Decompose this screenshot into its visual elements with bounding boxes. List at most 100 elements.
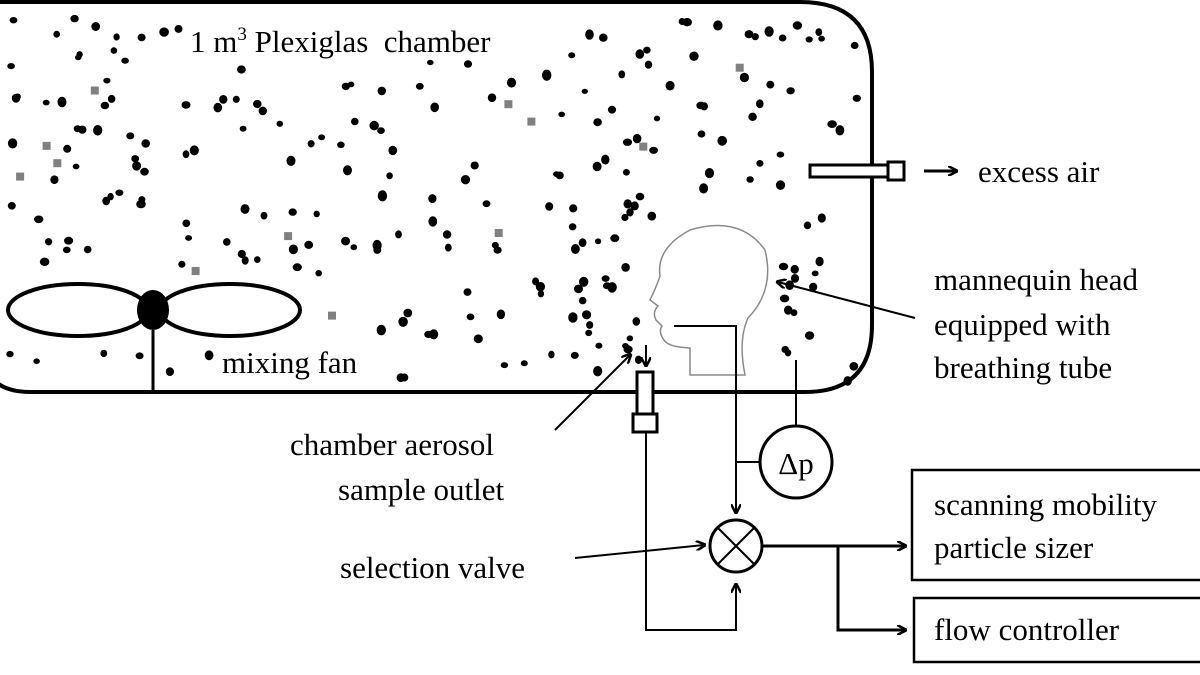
particle-dot [100, 349, 108, 358]
particle-dot [803, 221, 812, 230]
particle-dot [252, 99, 262, 109]
aerosol-particles [6, 14, 861, 386]
particle-dot [73, 125, 82, 133]
particle-dot [34, 215, 44, 224]
particle-dot [792, 21, 803, 30]
mixing-fan-label: mixing fan [222, 345, 358, 380]
particle-dot [121, 57, 129, 64]
particle-dot [545, 202, 554, 211]
particle-dot [579, 276, 589, 287]
particle-dot [91, 22, 101, 31]
particle-dot [569, 204, 578, 213]
particle-dot [827, 120, 837, 128]
particle-dot [699, 183, 709, 194]
particle-dot [45, 238, 53, 246]
particle-dot [288, 208, 297, 216]
particle-dot [817, 213, 826, 223]
particle-dot [137, 33, 146, 42]
particle-fuzzy [328, 311, 336, 320]
particle-dot [165, 367, 174, 376]
particle-dot [621, 263, 630, 272]
particle-dot [107, 94, 116, 103]
particle-dot [778, 262, 789, 271]
particle-dot [131, 155, 140, 163]
particle-dot [100, 101, 110, 110]
particle-dot [506, 77, 517, 88]
mannequin-label-line2: equipped with [934, 307, 1111, 342]
particle-dot [678, 18, 686, 25]
particle-dot [376, 324, 386, 336]
particle-dot [585, 329, 593, 337]
particle-dot [578, 238, 587, 248]
delta-p-label: Δp [778, 446, 813, 481]
particle-dot [626, 335, 634, 342]
particle-dot [537, 290, 545, 298]
particle-dot [313, 210, 320, 218]
particle-fuzzy [191, 267, 200, 275]
particle-dot [500, 362, 509, 369]
particle-dot [697, 130, 706, 138]
particle-dot [253, 256, 261, 263]
particle-dot [14, 93, 21, 100]
particle-dot [621, 213, 629, 222]
particle-dot [76, 51, 83, 58]
particle-dot [570, 351, 579, 359]
particle-dot [72, 163, 80, 170]
particle-dot [593, 118, 602, 127]
particle-dot [6, 350, 14, 358]
particle-dot [398, 316, 408, 327]
particle-dot [594, 238, 602, 245]
particle-dot [135, 352, 144, 360]
particle-dot [288, 244, 298, 255]
particle-dot [63, 144, 72, 153]
particle-dot [138, 196, 146, 204]
particle-dot [766, 80, 775, 89]
particle-dot [427, 59, 434, 66]
particle-dot [849, 362, 859, 371]
particle-dot [843, 376, 852, 386]
particle-dot [141, 139, 150, 148]
particle-dot [592, 161, 602, 172]
particle-dot [444, 243, 452, 252]
particle-fuzzy [527, 117, 536, 126]
particle-dot [174, 24, 183, 33]
particle-dot [601, 275, 610, 282]
particle-dot [790, 274, 800, 283]
particle-dot [428, 216, 438, 227]
particle-dot [805, 36, 813, 43]
particle-dot [396, 373, 405, 383]
particle-dot [9, 17, 18, 24]
particle-dot [213, 102, 223, 113]
particle-dot [237, 249, 246, 259]
particle-dot [635, 192, 645, 201]
particle-dot [377, 127, 385, 134]
particle-dot [351, 117, 359, 126]
particle-dot [343, 165, 352, 176]
particle-dot [126, 132, 135, 140]
particle-dot [315, 270, 323, 277]
particle-dot [57, 96, 67, 108]
particle-dot [568, 312, 578, 323]
particle-dot [496, 309, 506, 320]
particle-dot [542, 69, 552, 81]
particle-dot [386, 172, 393, 180]
particle-dot [809, 282, 818, 292]
particle-dot [223, 238, 231, 246]
particle-dot [102, 196, 111, 206]
particle-dot [7, 63, 15, 70]
particle-dot [239, 125, 247, 132]
particle-dot [779, 294, 790, 303]
particle-dot [132, 161, 142, 171]
particle-dot [815, 28, 823, 36]
particle-dot [110, 47, 118, 54]
particle-dot [241, 256, 249, 265]
particle-dot [632, 133, 642, 144]
particle-dot [622, 138, 633, 146]
particle-dot [318, 134, 326, 141]
particle-dot [83, 245, 92, 254]
particle-dot [53, 30, 60, 38]
particle-dot [815, 256, 824, 267]
particle-dot [744, 30, 754, 39]
particle-dot [428, 194, 437, 204]
particle-dot [623, 345, 633, 354]
